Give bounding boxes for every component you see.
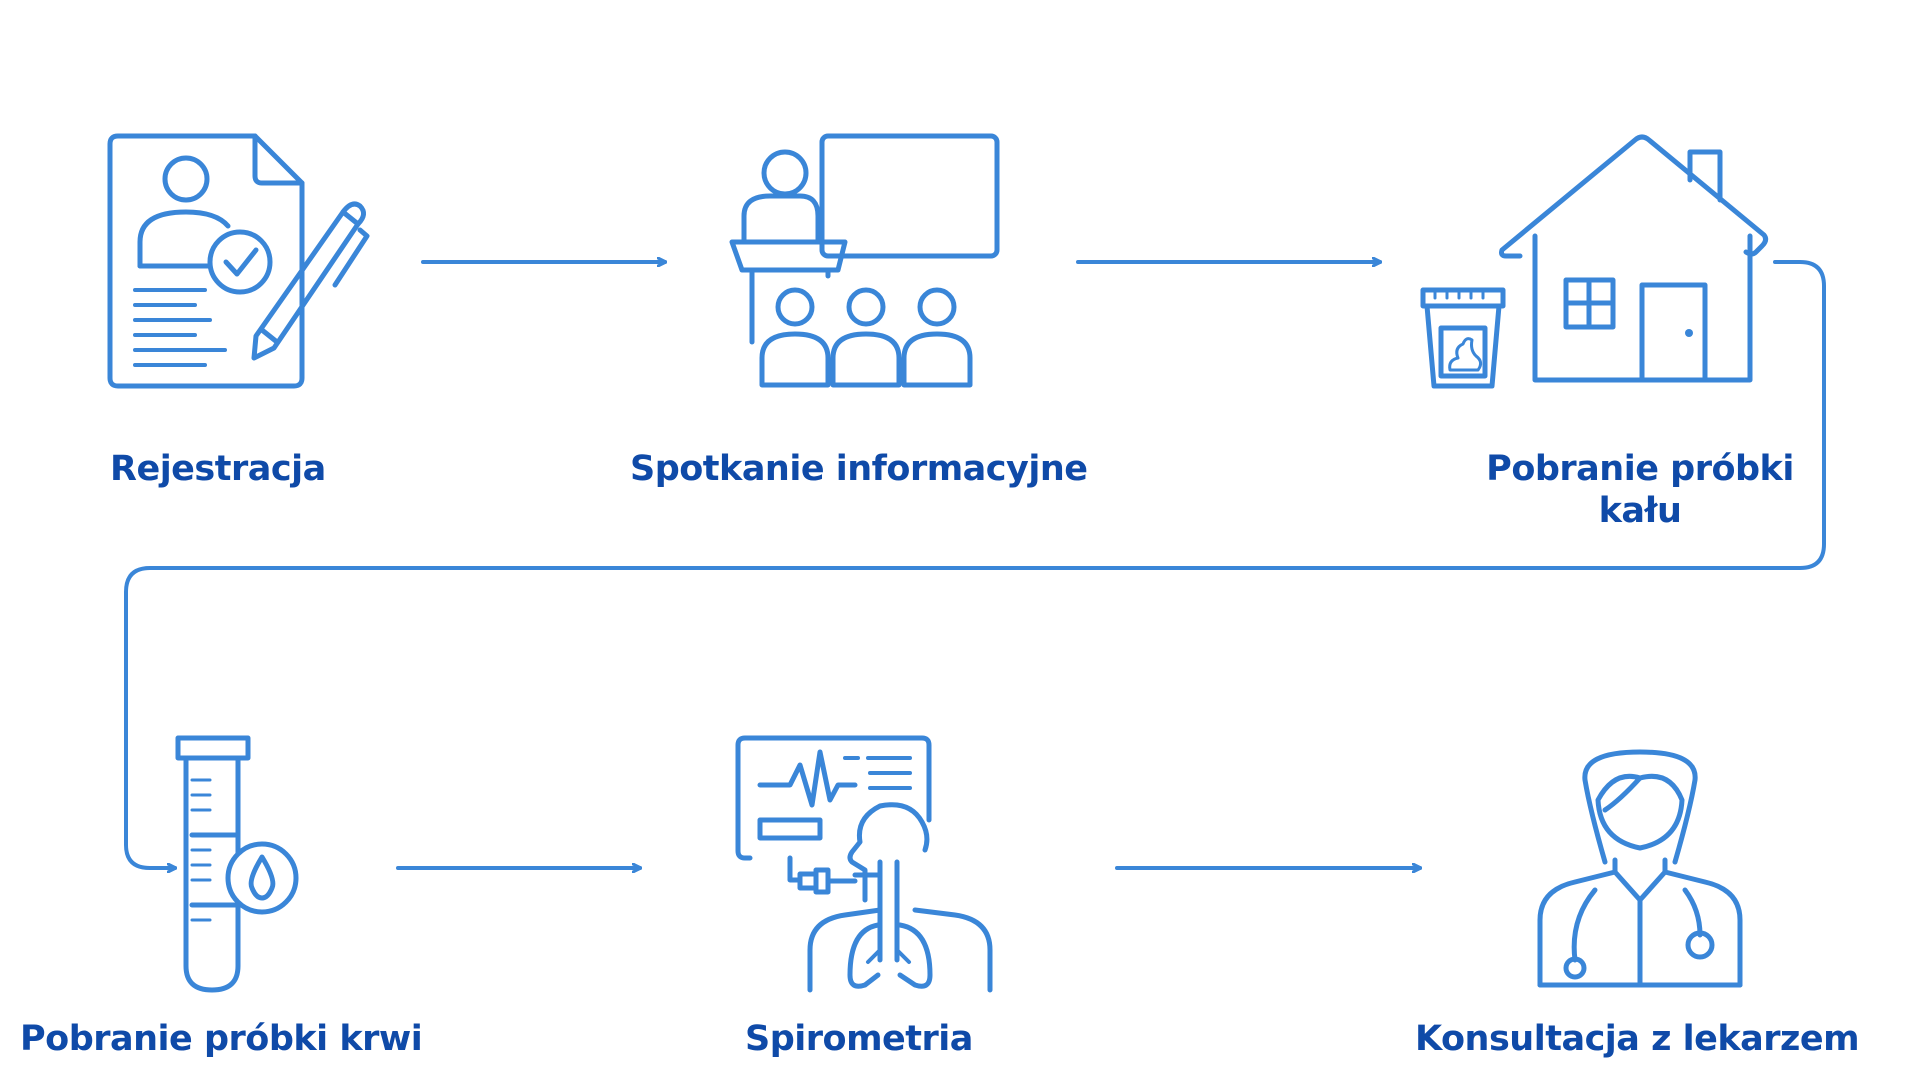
step-label-registration: Rejestracja	[110, 449, 326, 489]
step-label-information-meeting: Spotkanie informacyjne	[630, 449, 1088, 489]
step-label-blood-sample: Pobranie próbki krwi	[20, 1019, 423, 1059]
presentation-meeting-icon	[729, 133, 1000, 388]
doctor-icon	[1537, 749, 1743, 988]
arrow-3-to-4-connector	[124, 260, 1826, 868]
registration-form-icon	[107, 133, 370, 389]
step-label-doctor-consultation: Konsultacja z lekarzem	[1415, 1019, 1860, 1059]
spirometry-monitor-icon	[735, 735, 993, 993]
home-stool-sample-icon	[1420, 134, 1769, 389]
step-label-spirometry: Spirometria	[745, 1019, 973, 1059]
step-label-stool-sample: Pobranie próbki kału	[1470, 448, 1810, 532]
step-label-stool-sample-line2: kału	[1598, 491, 1682, 531]
blood-test-tube-icon	[175, 735, 299, 993]
step-label-stool-sample-line1: Pobranie próbki	[1486, 449, 1794, 489]
